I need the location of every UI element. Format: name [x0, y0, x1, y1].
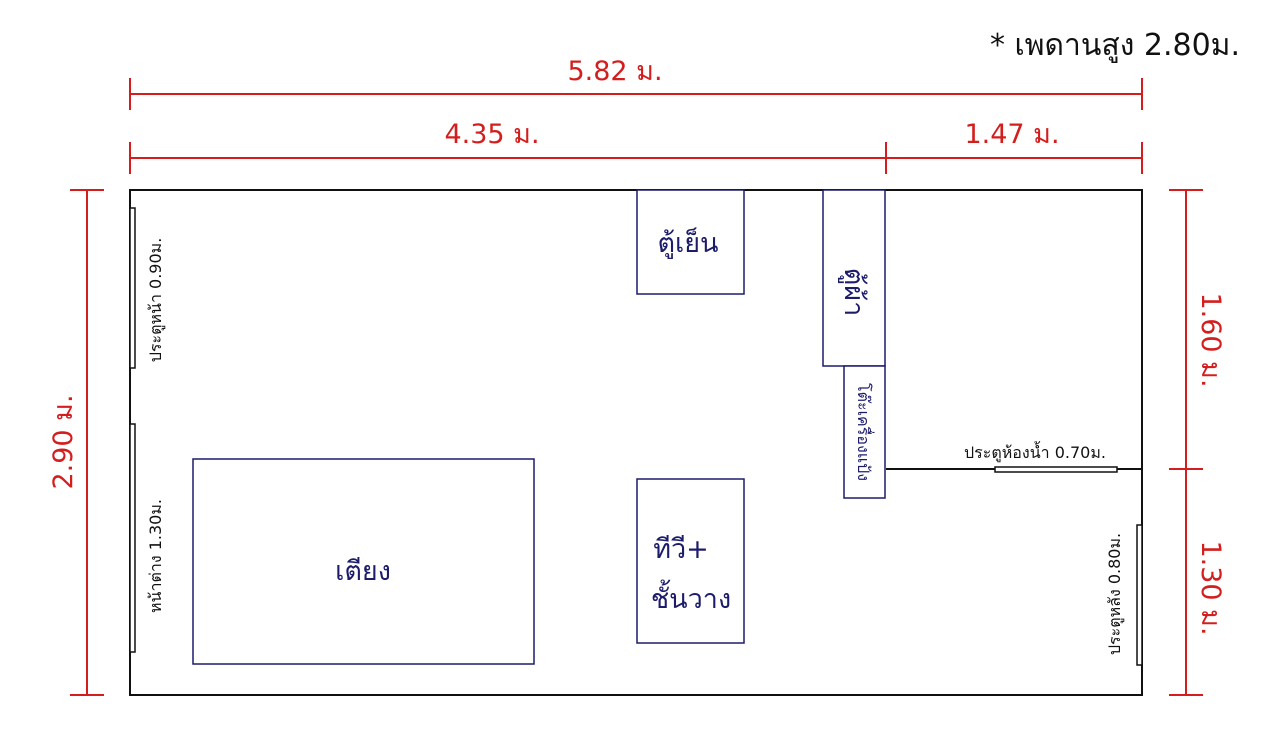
dressing-table-label: โต๊ะเครื่องแป้ง — [854, 383, 875, 481]
wardrobe — [822, 189, 886, 367]
ceiling-height-note: * เพดานสูง 2.80ม. — [990, 28, 1240, 63]
dimension-split-widths — [129, 142, 1143, 174]
dimension-total-width — [129, 78, 1143, 110]
back-door-label: ประตูหลัง 0.80ม. — [1105, 533, 1125, 655]
tv-shelf — [636, 478, 745, 644]
dimension-total-width-label: 5.82 ม. — [567, 56, 662, 87]
dimension-right-width-label: 1.47 ม. — [964, 119, 1059, 150]
tv-shelf-label-line2: ชั้นวาง — [651, 579, 731, 615]
tv-shelf-label-line1: ทีวี+ — [653, 534, 709, 565]
window — [129, 423, 136, 653]
front-door-label: ประตูหน้า 0.90ม. — [146, 238, 166, 363]
dimension-left-width-label: 4.35 ม. — [444, 119, 539, 150]
dimension-total-height — [70, 189, 104, 696]
bathroom-door-label: ประตูห้องน้ำ 0.70ม. — [964, 441, 1106, 463]
bathroom-door — [994, 466, 1118, 473]
fridge — [636, 189, 745, 295]
bed-label: เตียง — [335, 556, 391, 587]
dimension-right-heights — [1169, 189, 1203, 696]
dimension-total-height-label: 2.90 ม. — [48, 394, 79, 489]
dressing-table — [843, 365, 886, 499]
window-label: หน้าต่าง 1.30ม. — [146, 499, 165, 613]
front-door — [129, 207, 136, 369]
dimension-upper-right-height-label: 1.60 ม. — [1195, 292, 1226, 387]
wardrobe-label: ตู้ผ้า — [838, 268, 869, 317]
dimension-lower-right-height-label: 1.30 ม. — [1195, 540, 1226, 635]
back-door — [1136, 524, 1143, 666]
bed — [192, 458, 535, 665]
fridge-label: ตู้เย็น — [657, 225, 718, 259]
